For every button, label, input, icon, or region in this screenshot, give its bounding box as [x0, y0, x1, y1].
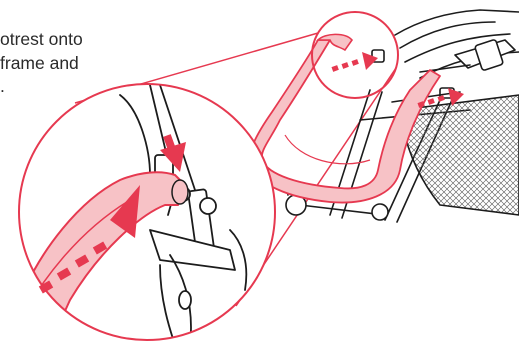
insert-arrow-icon — [331, 52, 378, 72]
detail-highlight-circle — [312, 12, 398, 98]
zoom-detail — [10, 84, 275, 344]
